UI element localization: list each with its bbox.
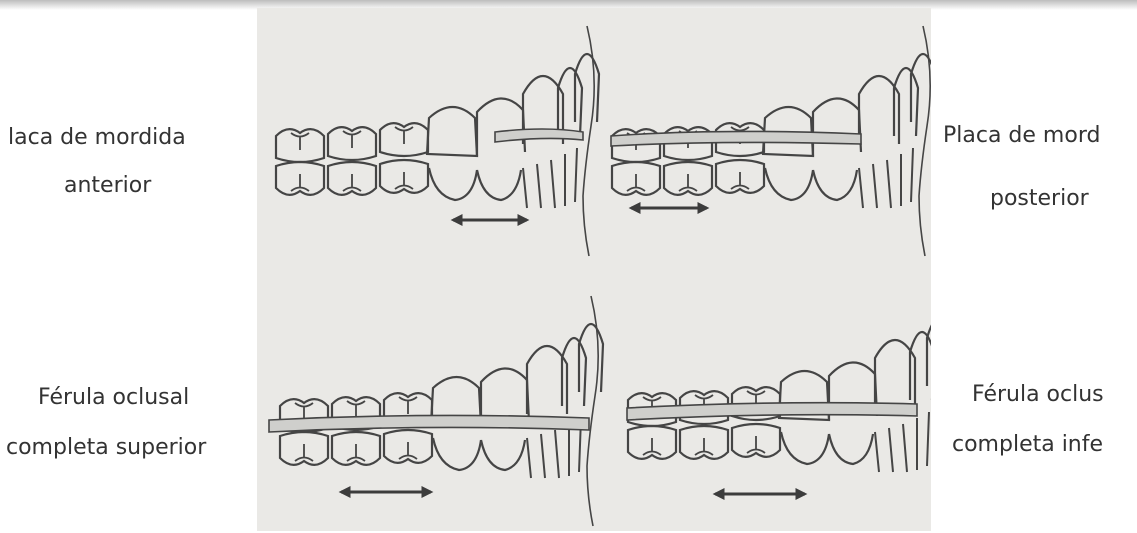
label-posterior-line1: Placa de mord: [943, 118, 1100, 154]
label-anterior-line1: laca de mordida: [8, 120, 186, 156]
label-anterior-line2: anterior: [64, 168, 151, 204]
dental-illustration: [257, 8, 931, 531]
label-upper-splint-line2: completa superior: [6, 430, 206, 466]
label-upper-splint-line1: Férula oclusal: [38, 380, 189, 416]
label-lower-splint-line2: completa infe: [952, 427, 1103, 463]
label-posterior-line2: posterior: [990, 181, 1089, 217]
label-lower-splint-line1: Férula oclus: [972, 377, 1104, 413]
